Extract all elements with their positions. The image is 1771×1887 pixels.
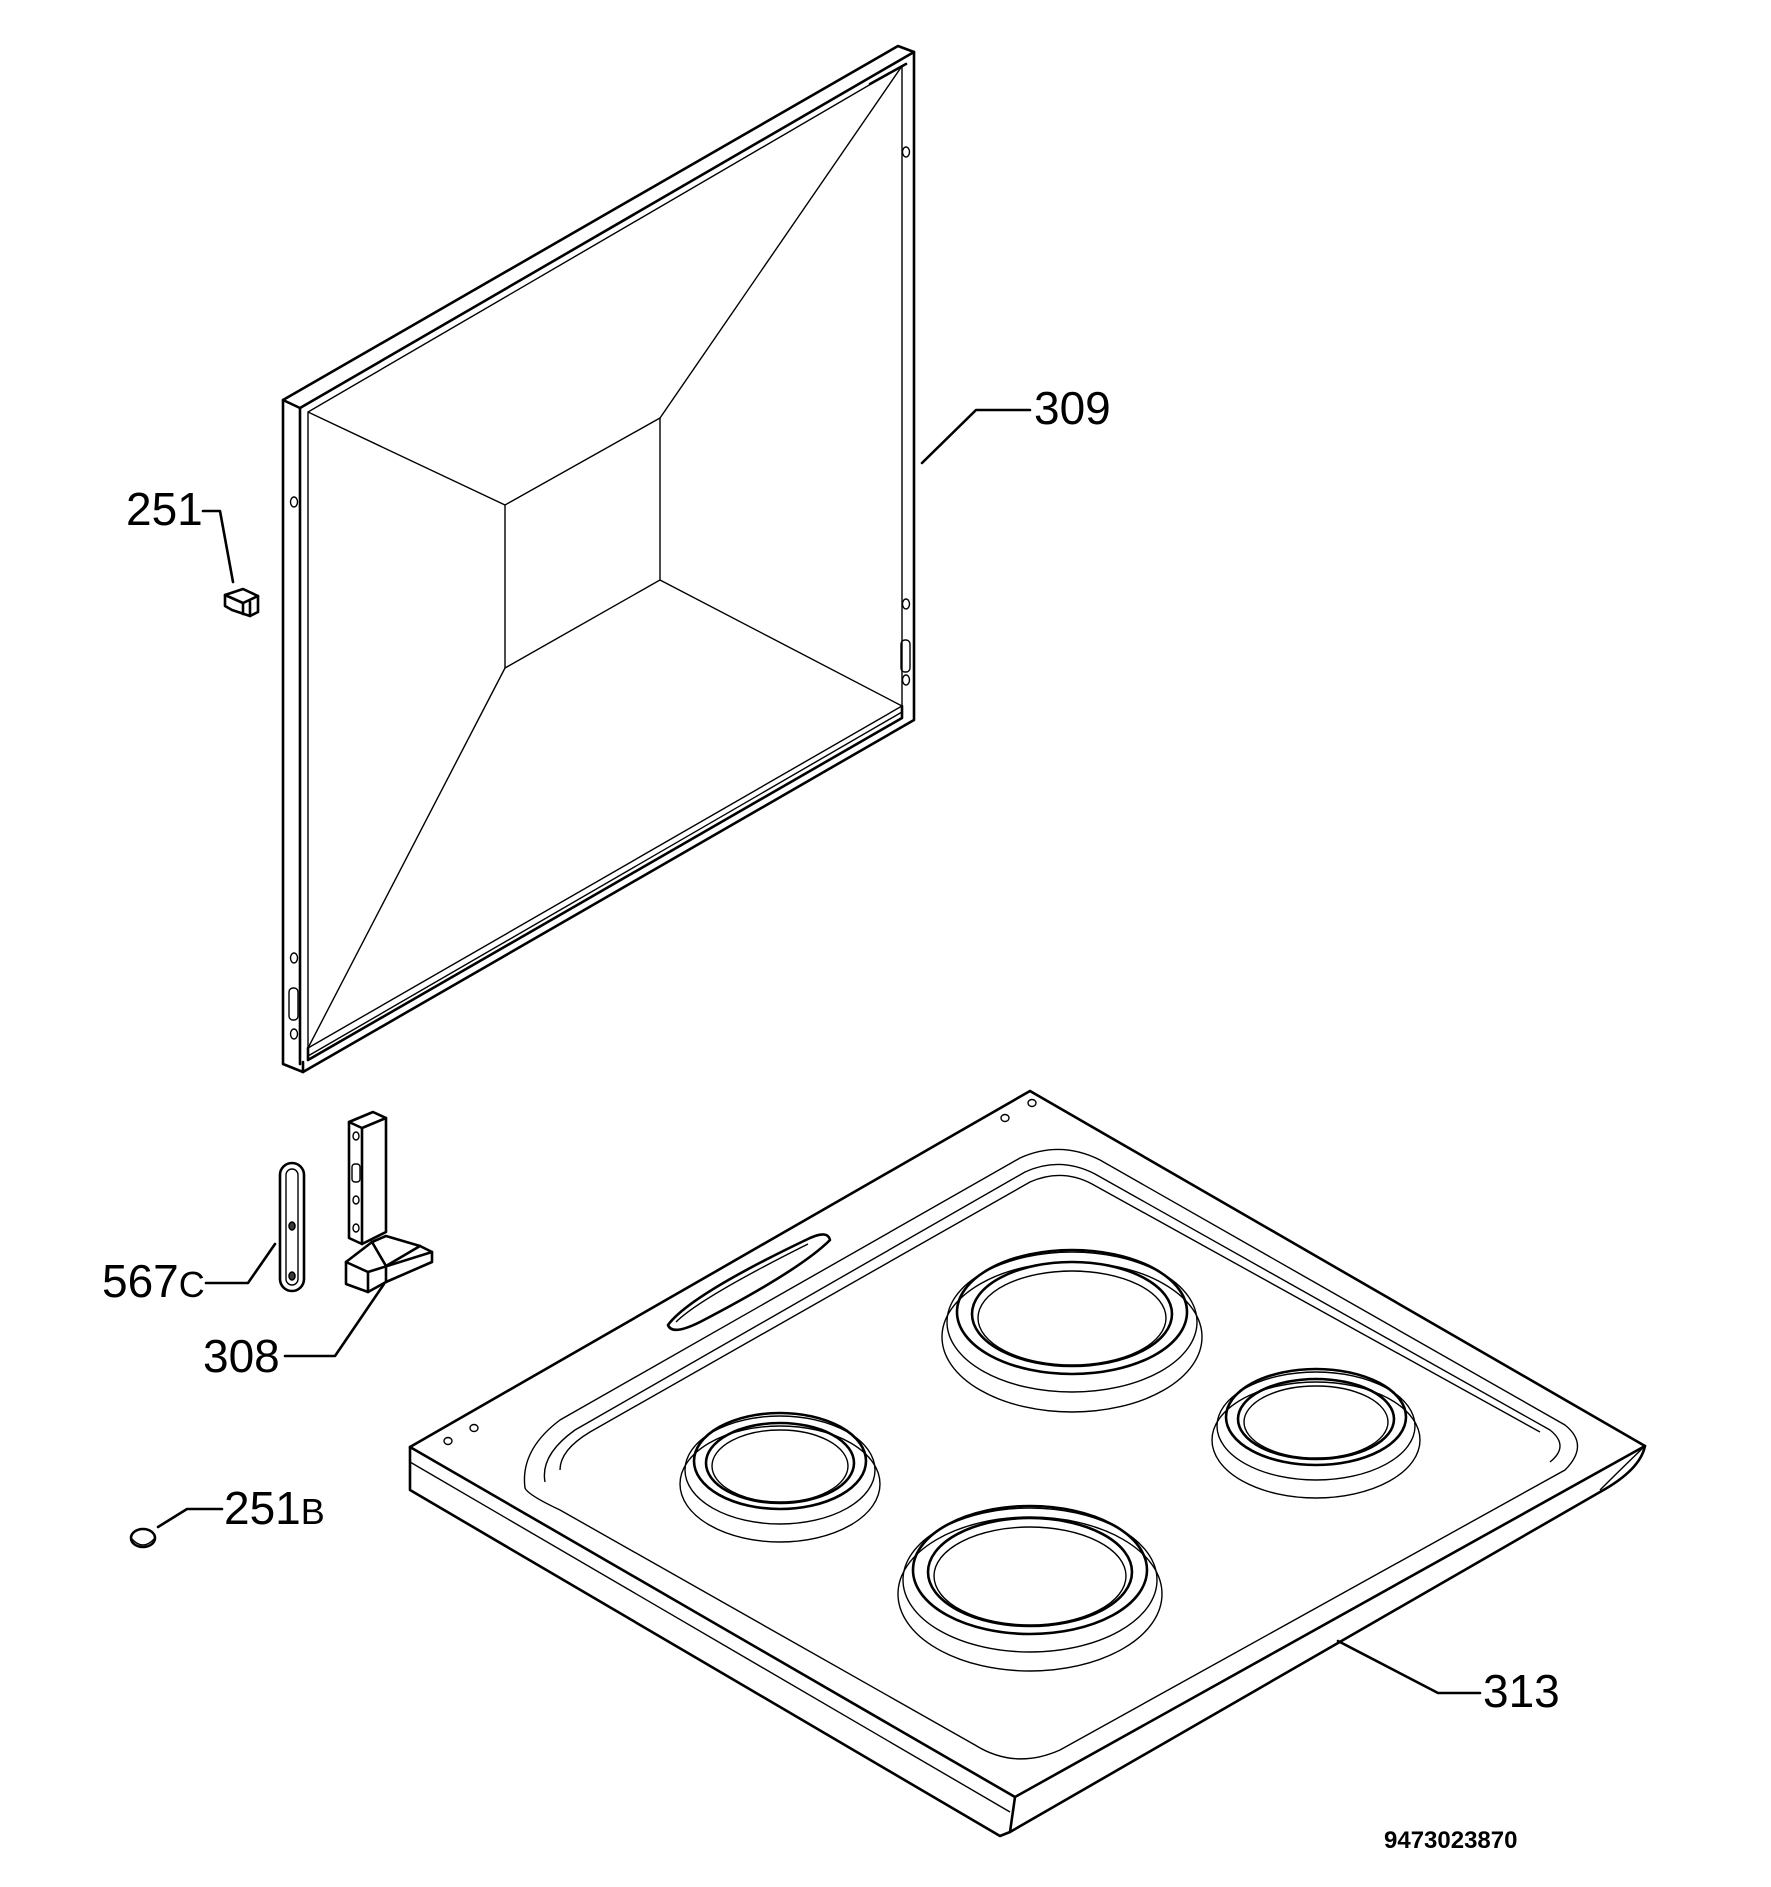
leader-313 (1336, 1639, 1482, 1695)
burner-ring-large-back (941, 1248, 1203, 1413)
leader-567c (204, 1242, 277, 1285)
hob-top-313 (408, 1089, 1647, 1838)
leader-308 (283, 1282, 386, 1358)
burner-ring-large-front (897, 1504, 1163, 1672)
label-308: 308 (203, 1330, 280, 1382)
round-plug-251b (129, 1527, 157, 1549)
burner-ring-right (1211, 1367, 1421, 1499)
back-panel-309 (281, 44, 916, 1074)
leader-251b (156, 1507, 224, 1529)
hinge-308 (344, 1110, 434, 1294)
bracket-clip-251 (223, 587, 260, 618)
label-567c: 567C (102, 1255, 205, 1307)
hinge-cover-567c (278, 1161, 306, 1293)
leader-251 (201, 509, 235, 584)
label-251b: 251B (224, 1482, 325, 1534)
leader-lines (156, 408, 1482, 1695)
burner-ring-left (679, 1411, 881, 1543)
drawing-code: 9473023870 (1384, 1827, 1517, 1854)
label-313: 313 (1483, 1665, 1560, 1717)
leader-309 (920, 408, 1032, 465)
label-251: 251 (126, 483, 203, 535)
label-309: 309 (1034, 382, 1111, 434)
